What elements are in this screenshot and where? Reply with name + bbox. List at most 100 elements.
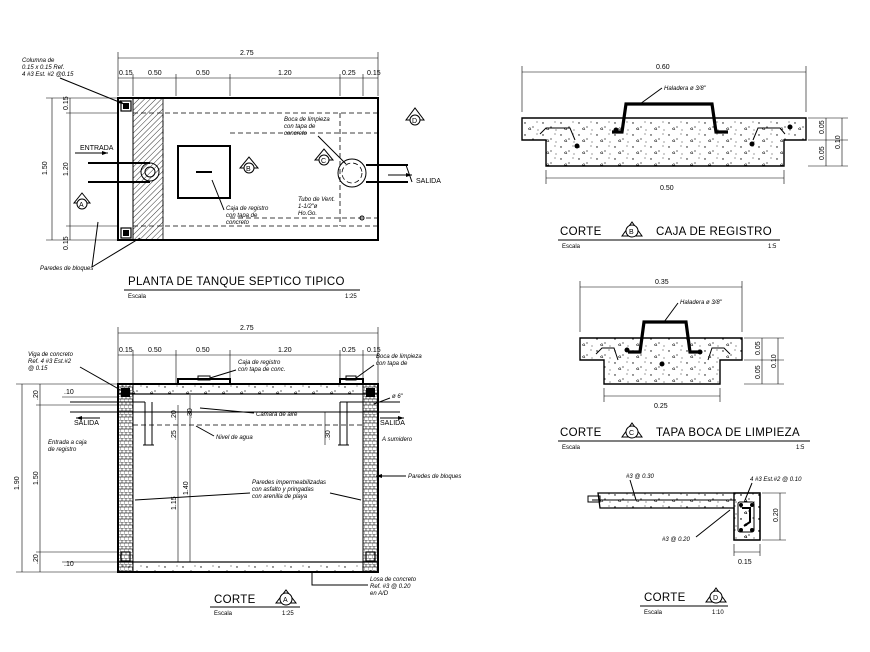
section-d-beam-note: 4 #3 Est.#2 @ 0.10 bbox=[750, 477, 802, 483]
plan-dim-seg-5: 0.25 bbox=[342, 70, 356, 77]
section-d-view: #3 @ 0.30 #3 @ 0.20 4 #3 Est.#2 @ 0.10 0… bbox=[587, 474, 802, 616]
section-c-title-right: TAPA BOCA DE LIMPIEZA bbox=[656, 427, 800, 439]
section-c-dim-right-1: 0.05 bbox=[755, 341, 762, 355]
plan-dim-outer-left: 1.50 bbox=[42, 161, 49, 175]
plan-scale-label: Escala bbox=[128, 294, 147, 300]
section-a-inner-dim-5: 1.15 bbox=[171, 496, 178, 510]
section-c-dim-right-2: 0.05 bbox=[755, 365, 762, 379]
plan-dim-seg-1: 0.15 bbox=[119, 70, 133, 77]
plan-caja-registro bbox=[177, 145, 231, 199]
section-c-title-left: CORTE bbox=[560, 427, 602, 439]
plan-vent-tube bbox=[359, 215, 365, 221]
section-a-inner-dim-3: .25 bbox=[171, 430, 178, 440]
section-a-dim-seg-2: 0.50 bbox=[148, 347, 162, 354]
section-c-lid bbox=[579, 337, 743, 385]
section-a-dim-left-2: 1.50 bbox=[33, 471, 40, 485]
plan-marker-d: D bbox=[405, 107, 425, 126]
plan-boca-limpieza bbox=[337, 158, 367, 188]
plan-dim-left-2: 1.20 bbox=[63, 162, 70, 176]
plan-inlet-pipe bbox=[88, 162, 150, 183]
svg-text:C: C bbox=[321, 158, 326, 165]
plan-dim-total: 2.75 bbox=[240, 50, 254, 57]
section-a-dim-left-outer: 1.90 bbox=[14, 476, 21, 490]
svg-text:A: A bbox=[79, 202, 84, 209]
section-a-camara: Camara de aire bbox=[256, 412, 298, 418]
section-c-dim-top: 0.35 bbox=[655, 279, 669, 286]
section-a-viga-note-1: Viga de concreto bbox=[28, 352, 74, 358]
section-a-paredes-bloques: Paredes de bloques bbox=[408, 474, 461, 480]
plan-column-note-2: 0.15 x 0.15 Ref. bbox=[22, 65, 64, 71]
plan-dim-seg-6: 0.15 bbox=[367, 70, 381, 77]
plan-boca-note-1: Boca de limpieza bbox=[284, 117, 330, 123]
section-d-marker: D bbox=[705, 587, 727, 604]
plan-dim-left-1: 0.15 bbox=[63, 96, 70, 110]
plan-column-note-3: 4 #3 Est. #2 @0.15 bbox=[22, 72, 74, 78]
section-a-salida-right: SALIDA bbox=[380, 420, 405, 427]
section-b-dim-top: 0.60 bbox=[656, 64, 670, 71]
section-b-title-right: CAJA DE REGISTRO bbox=[656, 226, 772, 238]
plan-dim-seg-3: 0.50 bbox=[196, 70, 210, 77]
svg-text:B: B bbox=[246, 166, 251, 173]
section-a-dim-seg-6: 0.15 bbox=[367, 347, 381, 354]
section-a-paredes-imp-3: con arenilla de playa bbox=[252, 494, 308, 500]
plan-caja-note-3: concreto bbox=[226, 220, 250, 226]
section-a-boca-note-2: con tapa de bbox=[376, 361, 408, 367]
section-a-entrada-caja-1: Entrada a caja bbox=[48, 440, 87, 446]
section-a-inner-dim-1: .20 bbox=[171, 410, 178, 420]
section-a-marker: A bbox=[274, 589, 298, 606]
plan-scale-value: 1:25 bbox=[345, 294, 357, 300]
section-c-view: 0.35 Haladera ø 3/8" 0.25 0.05 0.05 0.10… bbox=[558, 279, 810, 451]
plan-tubo-note-1: Tubo de Vent. bbox=[298, 197, 335, 203]
plan-marker-a: A bbox=[72, 192, 92, 210]
section-d-title: CORTE bbox=[644, 592, 686, 604]
section-b-scale-label: Escala bbox=[562, 244, 581, 250]
section-d-rebar-top: #3 @ 0.30 bbox=[626, 474, 654, 480]
section-c-dim-bottom: 0.25 bbox=[654, 403, 668, 410]
section-c-marker: C bbox=[621, 422, 643, 439]
section-b-dim-bottom: 0.50 bbox=[660, 185, 674, 192]
section-a-dim-left-3: .20 bbox=[33, 554, 40, 564]
section-a-salida-left: SALIDA bbox=[74, 420, 99, 427]
section-d-rebar-bottom: #3 @ 0.20 bbox=[662, 537, 690, 543]
section-d-scale-value: 1:10 bbox=[712, 610, 724, 616]
plan-dim-seg-2: 0.50 bbox=[148, 70, 162, 77]
section-b-lid bbox=[521, 117, 807, 167]
section-a-losa-note-2: Ref. #3 @ 0.20 bbox=[370, 584, 411, 590]
section-b-handle-note: Haladera ø 3/8" bbox=[664, 86, 707, 92]
svg-text:D: D bbox=[713, 595, 718, 602]
plan-entrada: ENTRADA bbox=[80, 145, 114, 152]
section-b-dim-right-2: 0.05 bbox=[819, 146, 826, 160]
section-d-dim-bottom: 0.15 bbox=[738, 559, 752, 566]
section-c-dim-right-3: 0.10 bbox=[771, 354, 778, 368]
section-a-dim-small-bottom: .10 bbox=[64, 561, 74, 568]
plan-caja-note-1: Caja de registro bbox=[226, 206, 269, 212]
section-a-caja-note-1: Caja de registro bbox=[238, 360, 281, 366]
section-a-inner-dim-4: 1.40 bbox=[183, 481, 190, 495]
section-a-inner-dim-2: .30 bbox=[187, 408, 194, 418]
section-a-view: 2.75 0.15 0.50 0.50 1.20 0.25 0.15 1.90 … bbox=[14, 325, 461, 617]
section-b-dim-right-1: 0.05 bbox=[819, 120, 826, 134]
section-a-top-slab bbox=[117, 383, 379, 395]
section-a-losa-note-1: Losa de concreto bbox=[370, 577, 417, 583]
plan-paredes: Paredes de bloques bbox=[40, 266, 93, 272]
plan-caja-note-2: con tapa de bbox=[226, 213, 258, 219]
section-a-paredes-imp-1: Paredes impermeabilizadas bbox=[252, 480, 326, 486]
plan-dim-left-3: 0.15 bbox=[63, 236, 70, 250]
section-a-dim-seg-1: 0.15 bbox=[119, 347, 133, 354]
svg-text:B: B bbox=[629, 229, 634, 236]
section-a-boca-note-1: Boca de limpieza bbox=[376, 354, 422, 360]
section-a-title: CORTE bbox=[214, 594, 256, 606]
section-c-handle bbox=[628, 320, 700, 354]
section-c-handle-note: Haladera ø 3/8" bbox=[680, 300, 723, 306]
section-b-title-left: CORTE bbox=[560, 226, 602, 238]
section-a-inner-dim-6: .30 bbox=[325, 430, 332, 440]
plan-marker-c: C bbox=[313, 148, 335, 166]
section-c-scale-label: Escala bbox=[562, 445, 581, 451]
section-a-caja-note-2: con tapa de conc. bbox=[238, 367, 285, 373]
section-a-caja-lid bbox=[177, 378, 231, 384]
section-a-entrada-caja-2: de registro bbox=[48, 447, 77, 453]
section-c-scale-value: 1:5 bbox=[796, 445, 805, 451]
plan-boca-note-2: con tapa de bbox=[284, 124, 316, 130]
section-a-viga-note-2: Ref. 4 #3 Est.#2 bbox=[28, 359, 72, 365]
